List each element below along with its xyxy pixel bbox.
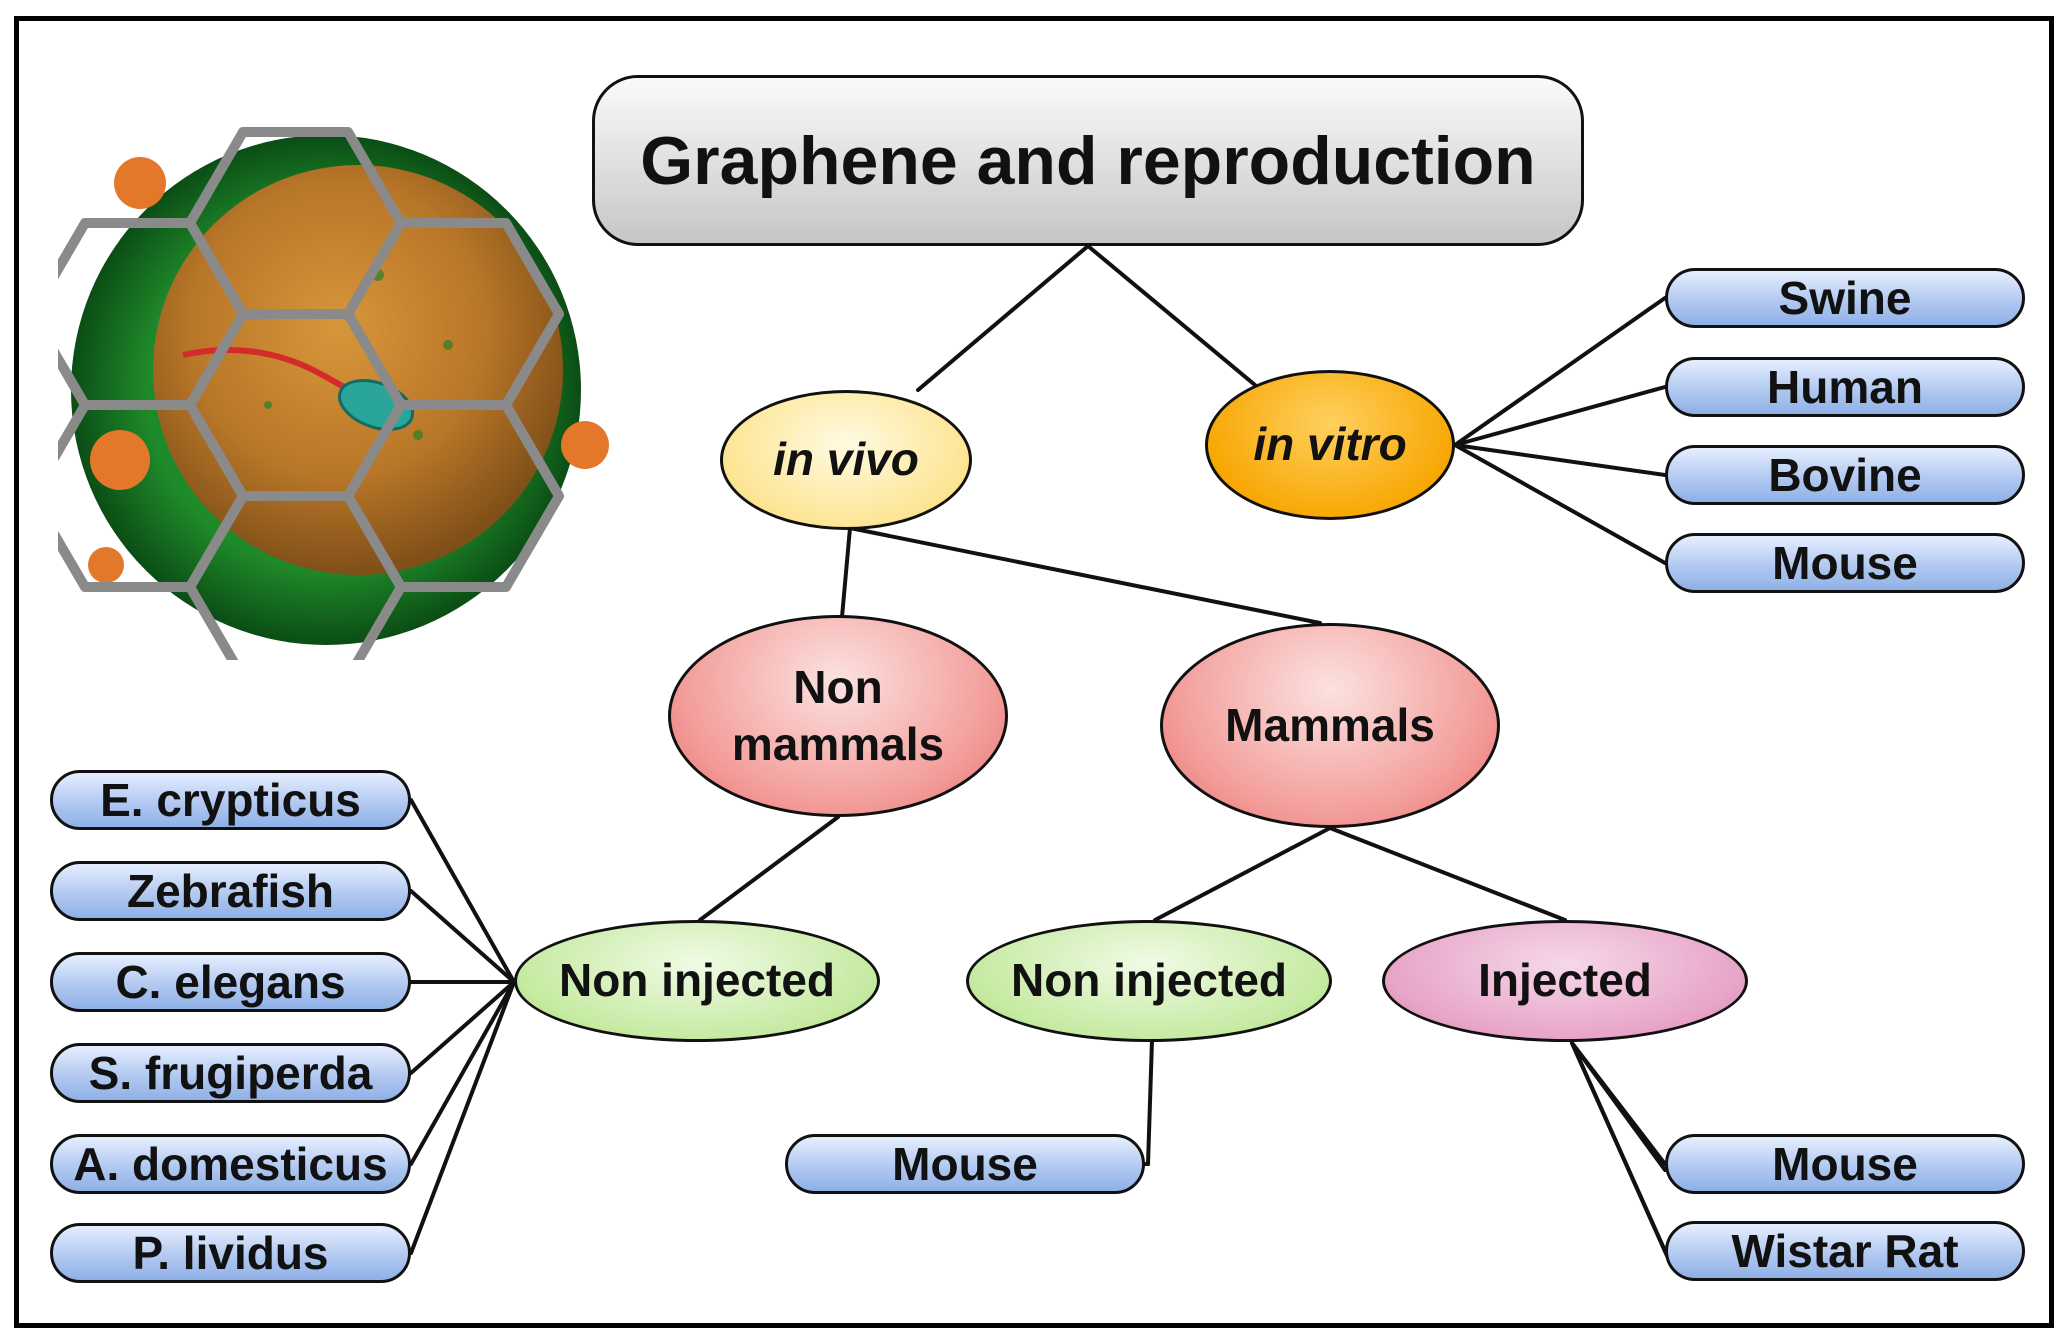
node-mammals: Mammals [1160,623,1500,828]
non-mammal-species-c-elegans: C. elegans [50,952,411,1012]
edge-in-vitro-mouse [1453,443,1667,565]
edge-ni-e-crypticus [409,798,516,984]
in-vitro-species-bovine: Bovine [1665,445,2025,505]
edge-in-vitro-bovine [1453,443,1667,477]
graphene-oocyte-illustration [58,127,609,660]
edge-ni-zebrafish [409,889,516,984]
edge-mni-mouse-a [1146,1038,1154,1166]
edge-mammals-injected [1328,826,1567,922]
edge-in-vivo-non-mammals [840,526,852,619]
non-mammal-species-s-frugiperda: S. frugiperda [50,1043,411,1103]
mammal-injected-species-mouse: Mouse [1665,1134,2025,1194]
in-vitro-species-human: Human [1665,357,2025,417]
node-in-vivo: in vivo [720,390,972,530]
non-mammal-species-zebrafish: Zebrafish [50,861,411,921]
edge-ni-p-lividus [409,980,516,1255]
figure-frame [14,16,2054,1328]
diagram-title: Graphene and reproduction [592,75,1584,246]
edge-mammals-non-injected [1153,826,1332,922]
edge-ni-a-domesticus [409,980,516,1166]
edge-in-vitro-human [1453,385,1667,447]
non-mammals-line-2: mammals [731,718,945,770]
non-mammal-species-a-domesticus: A. domesticus [50,1134,411,1194]
node-in-vitro: in vitro [1205,370,1455,520]
mammal-non-injected-species-mouse: Mouse [785,1134,1145,1194]
edge-in-vitro-swine [1453,296,1667,447]
node-mammals-injected: Injected [1382,920,1748,1042]
node-non-mammals-non-injected: Non injected [514,920,880,1042]
node-non-mammals: Non mammals [668,615,1008,817]
edge-title-in-vivo [916,244,1090,392]
edge-ni-s-frugiperda [409,980,516,1075]
non-mammal-species-p-lividus: P. lividus [50,1223,411,1283]
edge-title-in-vitro [1086,244,1257,387]
edge-in-vivo-mammals [848,526,1322,625]
non-mammal-species-e-crypticus: E. crypticus [50,770,411,830]
node-mammals-non-injected: Non injected [966,920,1332,1042]
oocyte [153,165,563,575]
graphene-lattice [58,127,564,660]
in-vitro-species-mouse: Mouse [1665,533,2025,593]
edge-non-mammals-non-injected [698,815,840,922]
non-mammals-line-1: Non [793,660,883,713]
mammal-injected-species-wistar-rat: Wistar Rat [1665,1221,2025,1281]
edge-inj-mouse-b [1570,1041,1667,1172]
edge-inj-rat-b [1570,1041,1670,1260]
cumulus-cells [88,157,609,583]
in-vitro-species-swine: Swine [1665,268,2025,328]
